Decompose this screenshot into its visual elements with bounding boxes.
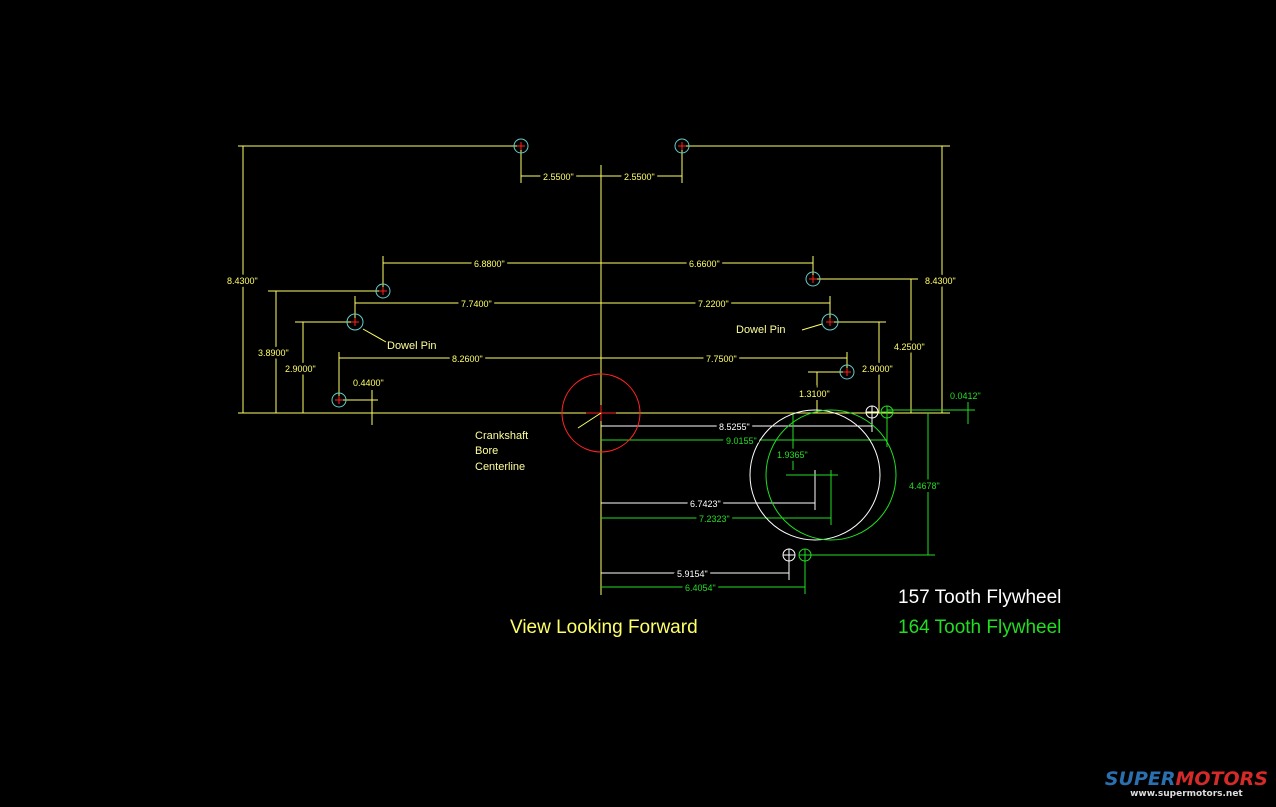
dim-h3-left: 8.2600" bbox=[452, 354, 483, 364]
watermark-brand-b: MOTORS bbox=[1175, 768, 1269, 790]
dim-top-left: 2.5500" bbox=[543, 172, 574, 182]
dimension-lines bbox=[242, 146, 943, 425]
flywheel-164-circle bbox=[765, 409, 897, 541]
dim-v-left-4: 0.4400" bbox=[353, 378, 384, 388]
legend-164: 164 Tooth Flywheel bbox=[898, 617, 1061, 638]
crankshaft-label-2: Bore bbox=[475, 445, 498, 457]
dim-h1-left: 6.8800" bbox=[474, 259, 505, 269]
dim-164-a: 9.0155" bbox=[726, 436, 757, 446]
crankshaft-label-1: Crankshaft bbox=[475, 430, 528, 442]
dim-v-right-outer: 8.4300" bbox=[925, 276, 956, 286]
dim-157-c: 5.9154" bbox=[677, 569, 708, 579]
view-title: View Looking Forward bbox=[510, 617, 698, 638]
crankshaft-label-3: Centerline bbox=[475, 461, 525, 473]
bolt-holes bbox=[331, 138, 894, 562]
dim-h2-left: 7.7400" bbox=[461, 299, 492, 309]
dim-164-d: 1.9365" bbox=[777, 450, 808, 460]
dim-157-b: 6.7423" bbox=[690, 499, 721, 509]
dim-v-right-2: 4.2500" bbox=[894, 342, 925, 352]
dim-v-left-outer: 8.4300" bbox=[227, 276, 258, 286]
watermark-brand-a: SUPER bbox=[1104, 768, 1176, 790]
watermark-url: www.supermotors.net bbox=[1130, 789, 1243, 799]
dim-157-a: 8.5255" bbox=[719, 422, 750, 432]
dim-h1-right: 6.6600" bbox=[689, 259, 720, 269]
dim-v-right-3: 2.9000" bbox=[862, 364, 893, 374]
dim-164-f: 0.0412" bbox=[950, 391, 981, 401]
dowel-pin-right-label: Dowel Pin bbox=[736, 324, 786, 336]
flywheel-164-dims bbox=[601, 400, 975, 594]
dim-164-b: 7.2323" bbox=[699, 514, 730, 524]
dim-v-left-3: 2.9000" bbox=[285, 364, 316, 374]
legend-157: 157 Tooth Flywheel bbox=[898, 587, 1061, 608]
dim-v-left-2: 3.8900" bbox=[258, 348, 289, 358]
flywheel-157-circle bbox=[749, 409, 881, 541]
flywheel-157-dims bbox=[601, 412, 873, 580]
dim-h2-right: 7.2200" bbox=[698, 299, 729, 309]
crankshaft-bore-circle bbox=[561, 373, 641, 453]
dim-v-right-4: 1.3100" bbox=[799, 389, 830, 399]
dim-164-c: 6.4054" bbox=[685, 583, 716, 593]
dowel-pin-left-label: Dowel Pin bbox=[387, 340, 437, 352]
supermotors-watermark: SUPERMOTORS www.supermotors.net bbox=[1105, 769, 1268, 799]
dim-h3-right: 7.7500" bbox=[706, 354, 737, 364]
dim-164-e: 4.4678" bbox=[909, 481, 940, 491]
reference-lines bbox=[238, 145, 950, 595]
dim-top-right: 2.5500" bbox=[624, 172, 655, 182]
